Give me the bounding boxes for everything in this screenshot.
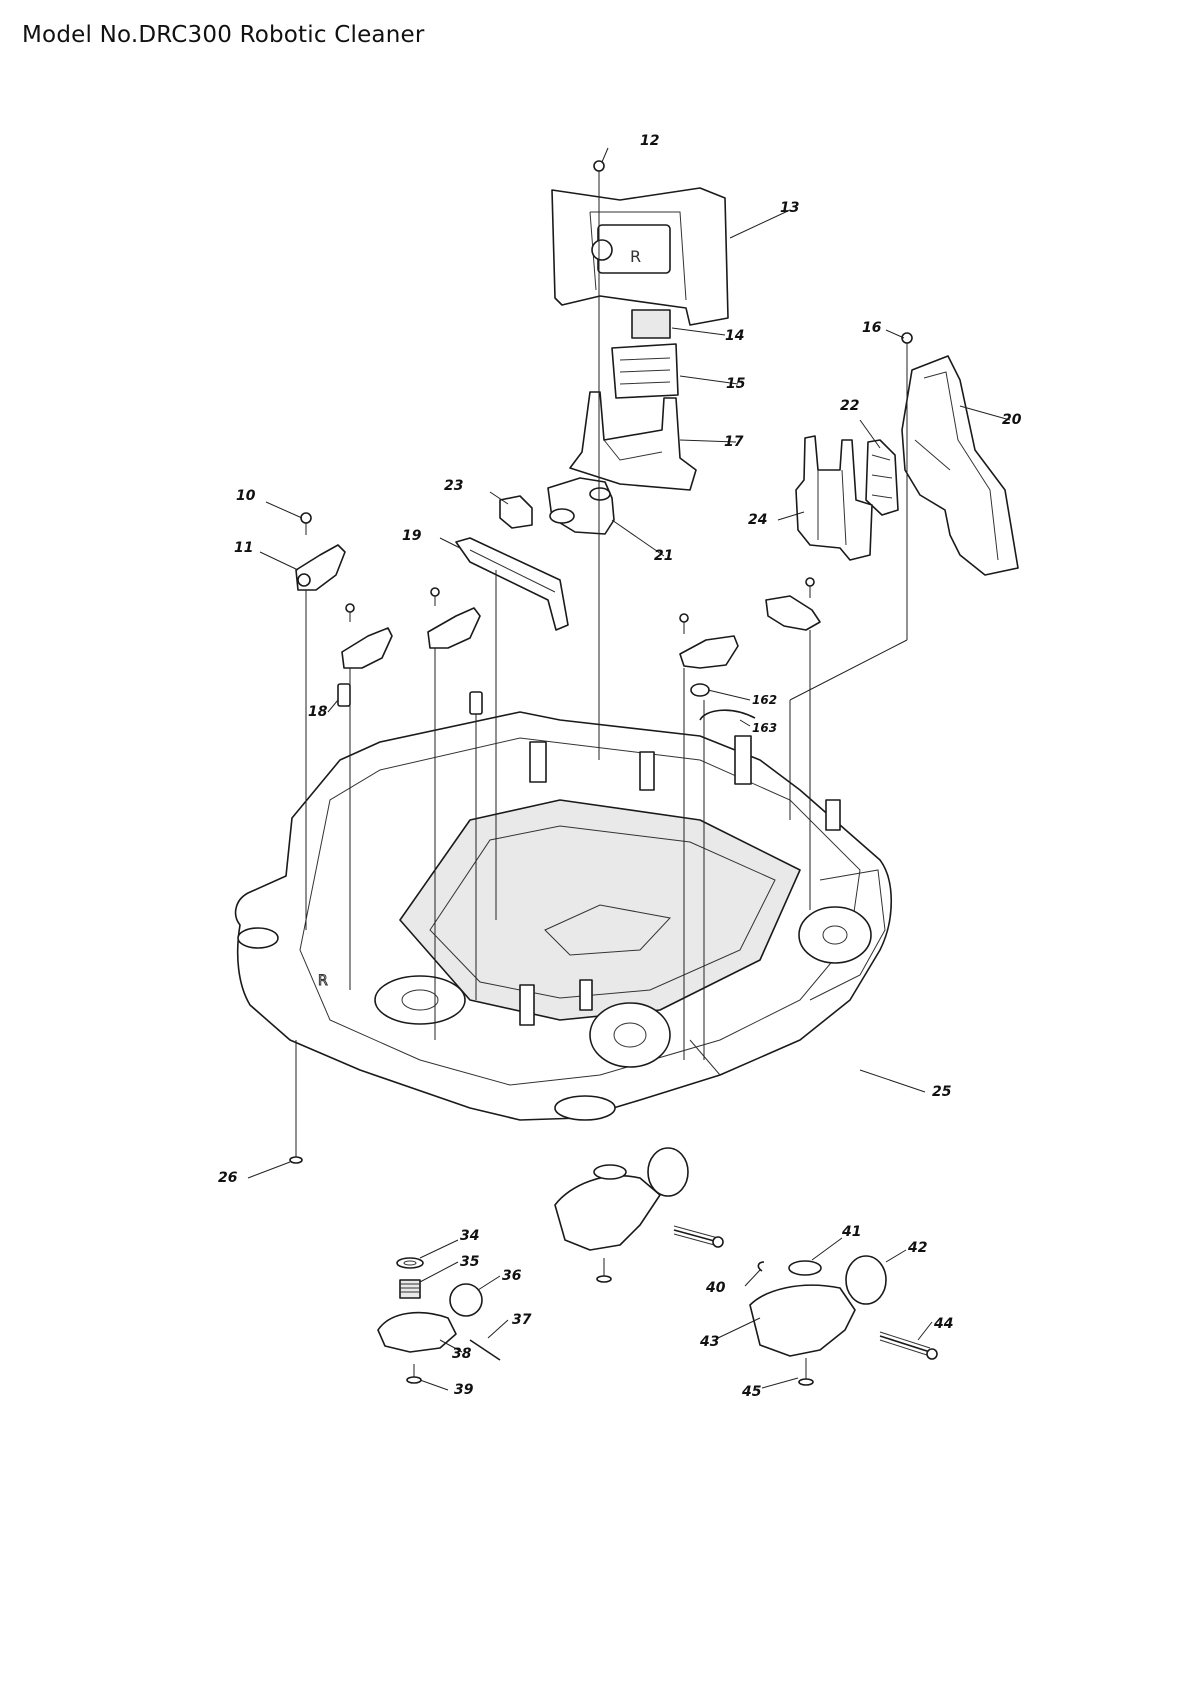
part-label: 25 (932, 1084, 952, 1100)
part-label: 37 (512, 1312, 532, 1328)
part-label: 17 (724, 434, 744, 450)
svg-text:R: R (630, 247, 641, 266)
page-title: Model No.DRC300 Robotic Cleaner (22, 22, 425, 48)
caster-assembly-left (377, 1257, 501, 1384)
part-label: 23 (444, 478, 463, 494)
latch-group (341, 577, 821, 669)
part-label: 22 (840, 398, 859, 414)
bumper-cover-part-20 (901, 355, 1019, 576)
wire-part-163 (699, 709, 756, 721)
long-screw-part-26 (289, 1108, 303, 1164)
part-label: 11 (234, 540, 253, 556)
part-label: 24 (748, 512, 767, 528)
part-label: 18 (308, 704, 328, 720)
part-label: 12 (640, 133, 659, 149)
cover-part-13: R (551, 187, 729, 326)
part-label: 16 (862, 320, 882, 336)
part-label: 13 (780, 200, 799, 216)
part-label: 19 (402, 528, 422, 544)
part-label: 14 (725, 328, 744, 344)
part-label: 26 (218, 1170, 238, 1186)
pin-part-18 (337, 683, 483, 715)
latch-part-11 (295, 544, 346, 591)
part-number-labels: 12 13 14 15 16 17 20 22 10 23 24 11 19 2… (218, 133, 1022, 1400)
part-label: 10 (236, 488, 256, 504)
part-label: 21 (654, 548, 673, 564)
plug-part-162 (690, 683, 710, 697)
connector-board-part-15 (611, 343, 679, 399)
clip-part-22 (865, 439, 899, 516)
svg-text:R: R (318, 973, 328, 989)
caster-assembly-right (749, 1255, 938, 1386)
part-label: 163 (752, 721, 777, 735)
screw-part-12 (593, 160, 605, 190)
screw-part-10 (300, 512, 312, 535)
small-connector-part-23 (499, 495, 533, 529)
part-label: 15 (726, 376, 746, 392)
handle-part-19 (455, 537, 569, 631)
part-label: 162 (752, 693, 777, 707)
holder-part-24 (795, 435, 873, 561)
part-label: 35 (460, 1254, 480, 1270)
part-label: 42 (907, 1240, 927, 1256)
label-part-14 (631, 309, 671, 339)
main-housing-part: R (234, 711, 893, 1121)
part-label: 43 (699, 1334, 719, 1350)
terminal-bracket-part-17 (569, 391, 697, 491)
screw-part-16 (901, 332, 913, 356)
socket-part-21 (547, 477, 615, 535)
part-label: 44 (933, 1316, 953, 1332)
part-label: 38 (452, 1346, 472, 1362)
leader-lines (247, 147, 1011, 1391)
part-label: 34 (460, 1228, 479, 1244)
part-label: 40 (705, 1280, 726, 1296)
part-label: 39 (454, 1382, 474, 1398)
part-label: 36 (502, 1268, 522, 1284)
caster-assembly-center (554, 1147, 724, 1283)
part-label: 41 (841, 1224, 861, 1240)
part-label: 45 (741, 1384, 762, 1400)
part-label: 20 (1002, 412, 1022, 428)
